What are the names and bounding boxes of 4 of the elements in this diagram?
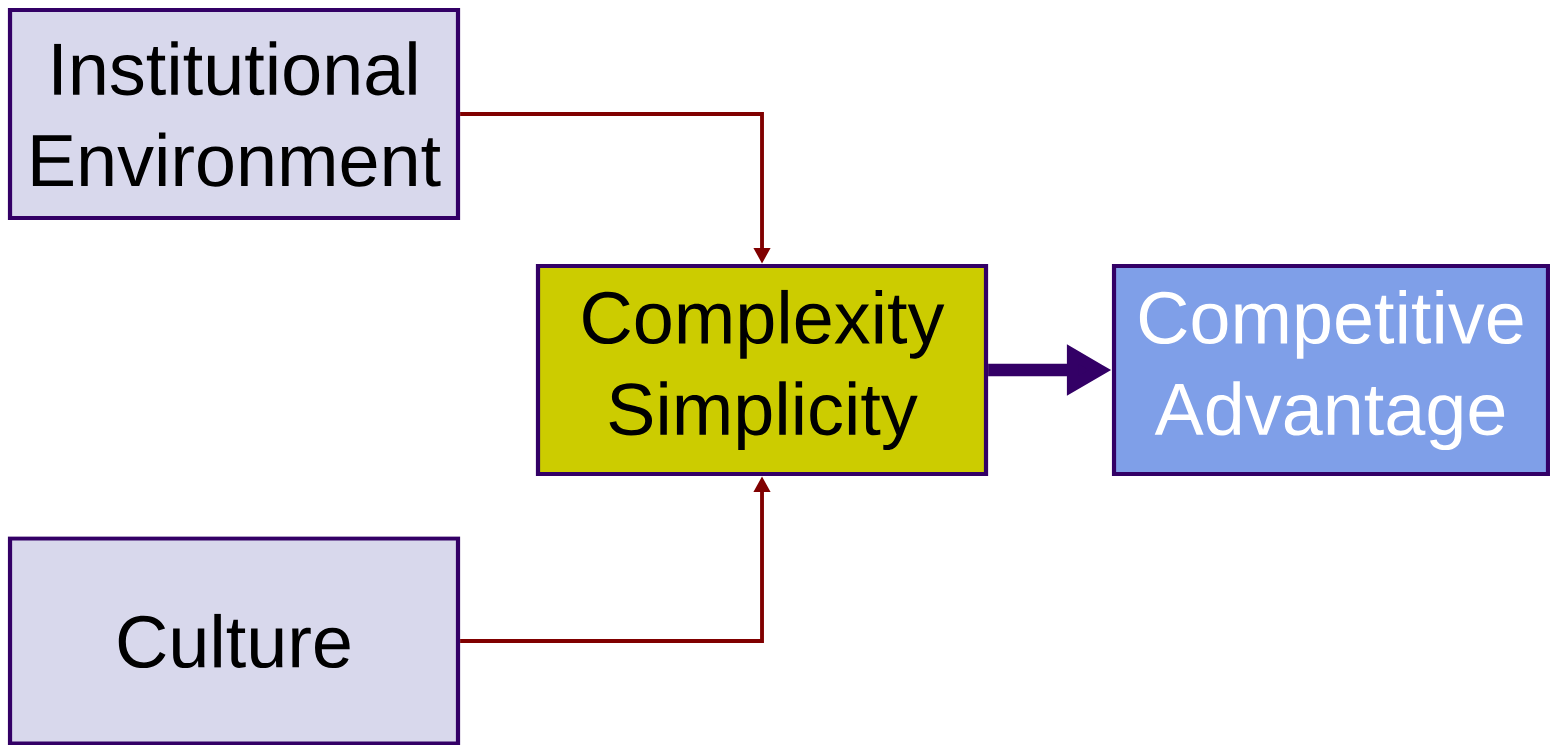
concept-box: Institutional Environment bbox=[7, 7, 461, 221]
concept-box: Competitive Advantage bbox=[1111, 263, 1550, 477]
concept-box: Complexity Simplicity bbox=[535, 263, 989, 477]
concept-box: Culture bbox=[7, 536, 461, 745]
